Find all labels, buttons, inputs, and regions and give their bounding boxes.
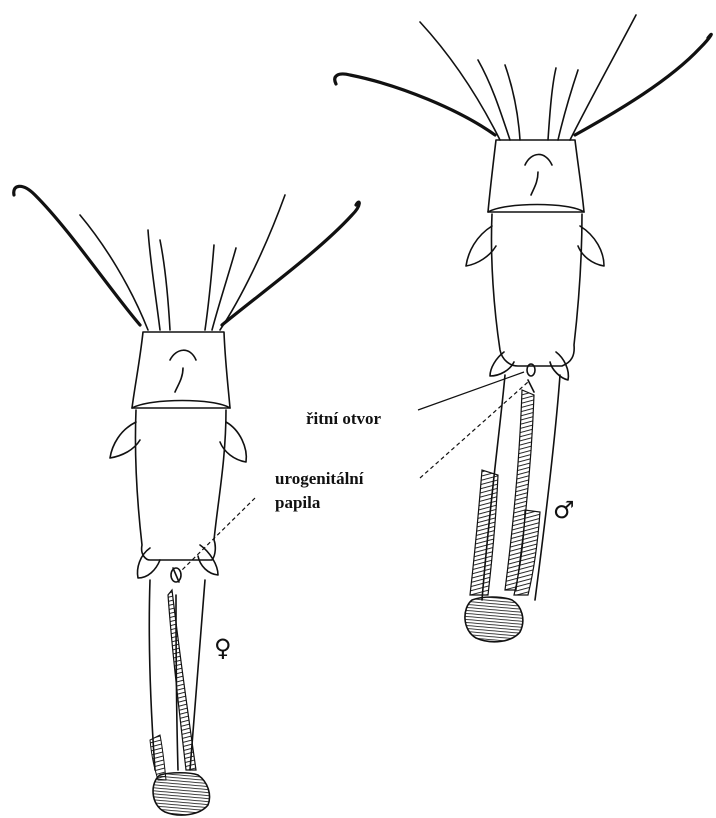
male-left-antenna — [335, 74, 495, 135]
male-specimen — [335, 15, 712, 642]
female-tail-hatch — [168, 590, 196, 770]
male-symbol-icon: ♂ — [553, 497, 575, 523]
label-urogenital-line2: papila — [275, 492, 320, 514]
male-head — [488, 140, 584, 212]
male-right-antenna — [575, 34, 711, 135]
label-anal-opening: řitní otvor — [306, 408, 381, 430]
male-body — [491, 214, 582, 366]
female-right-antenna — [222, 202, 359, 325]
female-head — [132, 332, 230, 408]
female-left-antenna — [14, 186, 140, 325]
leader-anal-opening — [418, 372, 524, 410]
label-urogenital-line1: urogenitální — [275, 468, 363, 490]
male-furca — [465, 597, 523, 642]
female-body — [135, 410, 226, 560]
female-furca — [153, 773, 210, 815]
female-symbol-icon: ♀ — [214, 635, 232, 661]
leader-urogenital-male — [420, 382, 528, 478]
